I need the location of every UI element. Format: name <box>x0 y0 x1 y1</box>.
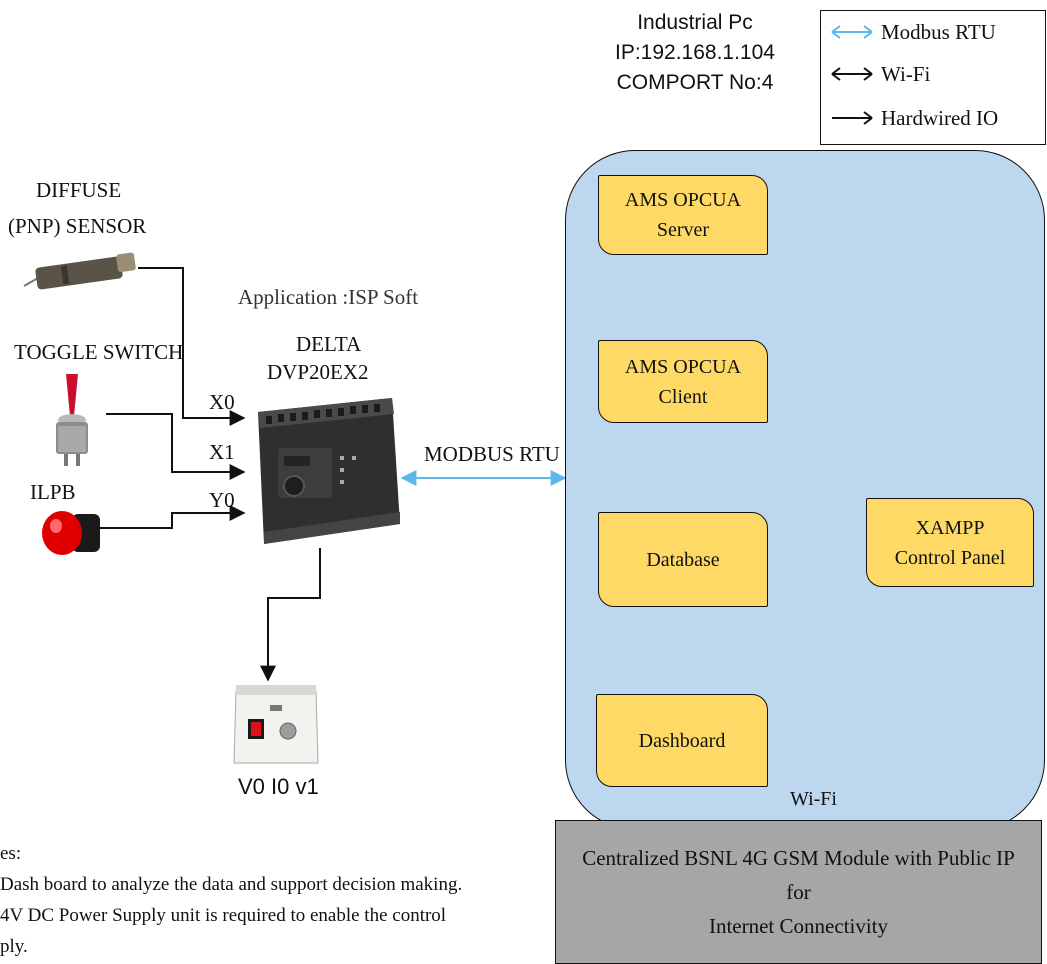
diffuse-sensor-icon <box>23 252 136 290</box>
industrial-pc-title: Industrial Pc <box>637 11 753 34</box>
legend-wifi-label: Wi-Fi <box>881 62 931 86</box>
notes-line2: 4V DC Power Supply unit is required to e… <box>0 905 447 926</box>
power-supply-label: V0 I0 v1 <box>238 774 319 799</box>
pin-x0-label: X0 <box>209 390 235 414</box>
gsm-line1: Centralized BSNL 4G GSM Module with Publ… <box>582 846 1015 904</box>
industrial-pc-comport: COMPORT No:4 <box>616 71 774 94</box>
legend: Modbus RTU Wi-Fi Hardwired IO <box>820 10 1046 145</box>
double-arrow-icon <box>831 67 873 81</box>
ilpb-label: ILPB <box>30 480 76 504</box>
gsm-module-block: Centralized BSNL 4G GSM Module with Publ… <box>555 820 1042 964</box>
toggle-switch-label: TOGGLE SWITCH <box>14 340 184 364</box>
toggle-to-x1-wire <box>106 413 246 480</box>
xampp-line2: Control Panel <box>894 546 1006 569</box>
server-line1: AMS OPCUA <box>624 189 742 211</box>
plc-device-icon <box>258 398 400 544</box>
arrow-right-icon <box>832 111 873 125</box>
pin-y0-label: Y0 <box>209 488 235 512</box>
plc-brand: DELTA <box>296 332 362 356</box>
database-label: Database <box>646 548 720 571</box>
sensor-to-x0-wire <box>138 267 246 426</box>
sensor-label-line1: DIFFUSE <box>36 178 122 202</box>
industrial-pc-label: Industrial Pc IP:192.168.1.104 COMPORT N… <box>600 8 790 98</box>
legend-hardwired-label: Hardwired IO <box>881 106 999 130</box>
industrial-pc-ip: IP:192.168.1.104 <box>615 41 775 64</box>
modbus-rtu-label: MODBUS RTU <box>424 442 560 466</box>
notes-line1: Dash board to analyze the data and suppo… <box>0 874 463 895</box>
ams-opcua-client-block: AMS OPCUA Client <box>598 340 768 423</box>
legend-hardwired: Hardwired IO <box>829 103 1043 133</box>
database-block: Database <box>598 512 768 607</box>
notes: es: Dash board to analyze the data and s… <box>0 838 560 962</box>
plc-to-power-wire <box>260 548 321 682</box>
plc-model: DVP20EX2 <box>267 360 369 384</box>
legend-modbus-label: Modbus RTU <box>881 20 996 44</box>
legend-wifi: Wi-Fi <box>829 59 1043 89</box>
xampp-line1: XAMPP <box>915 516 985 539</box>
gsm-line2: Internet Connectivity <box>708 914 889 938</box>
server-line2: Server <box>656 219 710 241</box>
dashboard-block: Dashboard <box>596 694 768 787</box>
dashboard-label: Dashboard <box>638 729 726 752</box>
wifi-link-label: Wi-Fi <box>790 788 837 810</box>
xampp-control-panel-block: XAMPP Control Panel <box>866 498 1034 587</box>
client-line2: Client <box>658 385 708 408</box>
legend-modbus: Modbus RTU <box>829 17 1043 47</box>
ilpb-to-y0-wire <box>100 505 246 529</box>
notes-heading: es: <box>0 843 22 864</box>
toggle-switch-icon <box>56 374 88 466</box>
client-line1: AMS OPCUA <box>624 355 742 378</box>
ilpb-lamp-icon <box>42 511 100 555</box>
ams-opcua-server-block: AMS OPCUA Server <box>598 175 768 255</box>
application-label: Application :ISP Soft <box>238 285 419 309</box>
sensor-label-line2: (PNP) SENSOR <box>8 214 147 238</box>
pin-x1-label: X1 <box>209 440 235 464</box>
double-arrow-blue-icon <box>831 25 873 39</box>
notes-line3: ply. <box>0 936 28 957</box>
power-supply-icon <box>233 685 319 764</box>
